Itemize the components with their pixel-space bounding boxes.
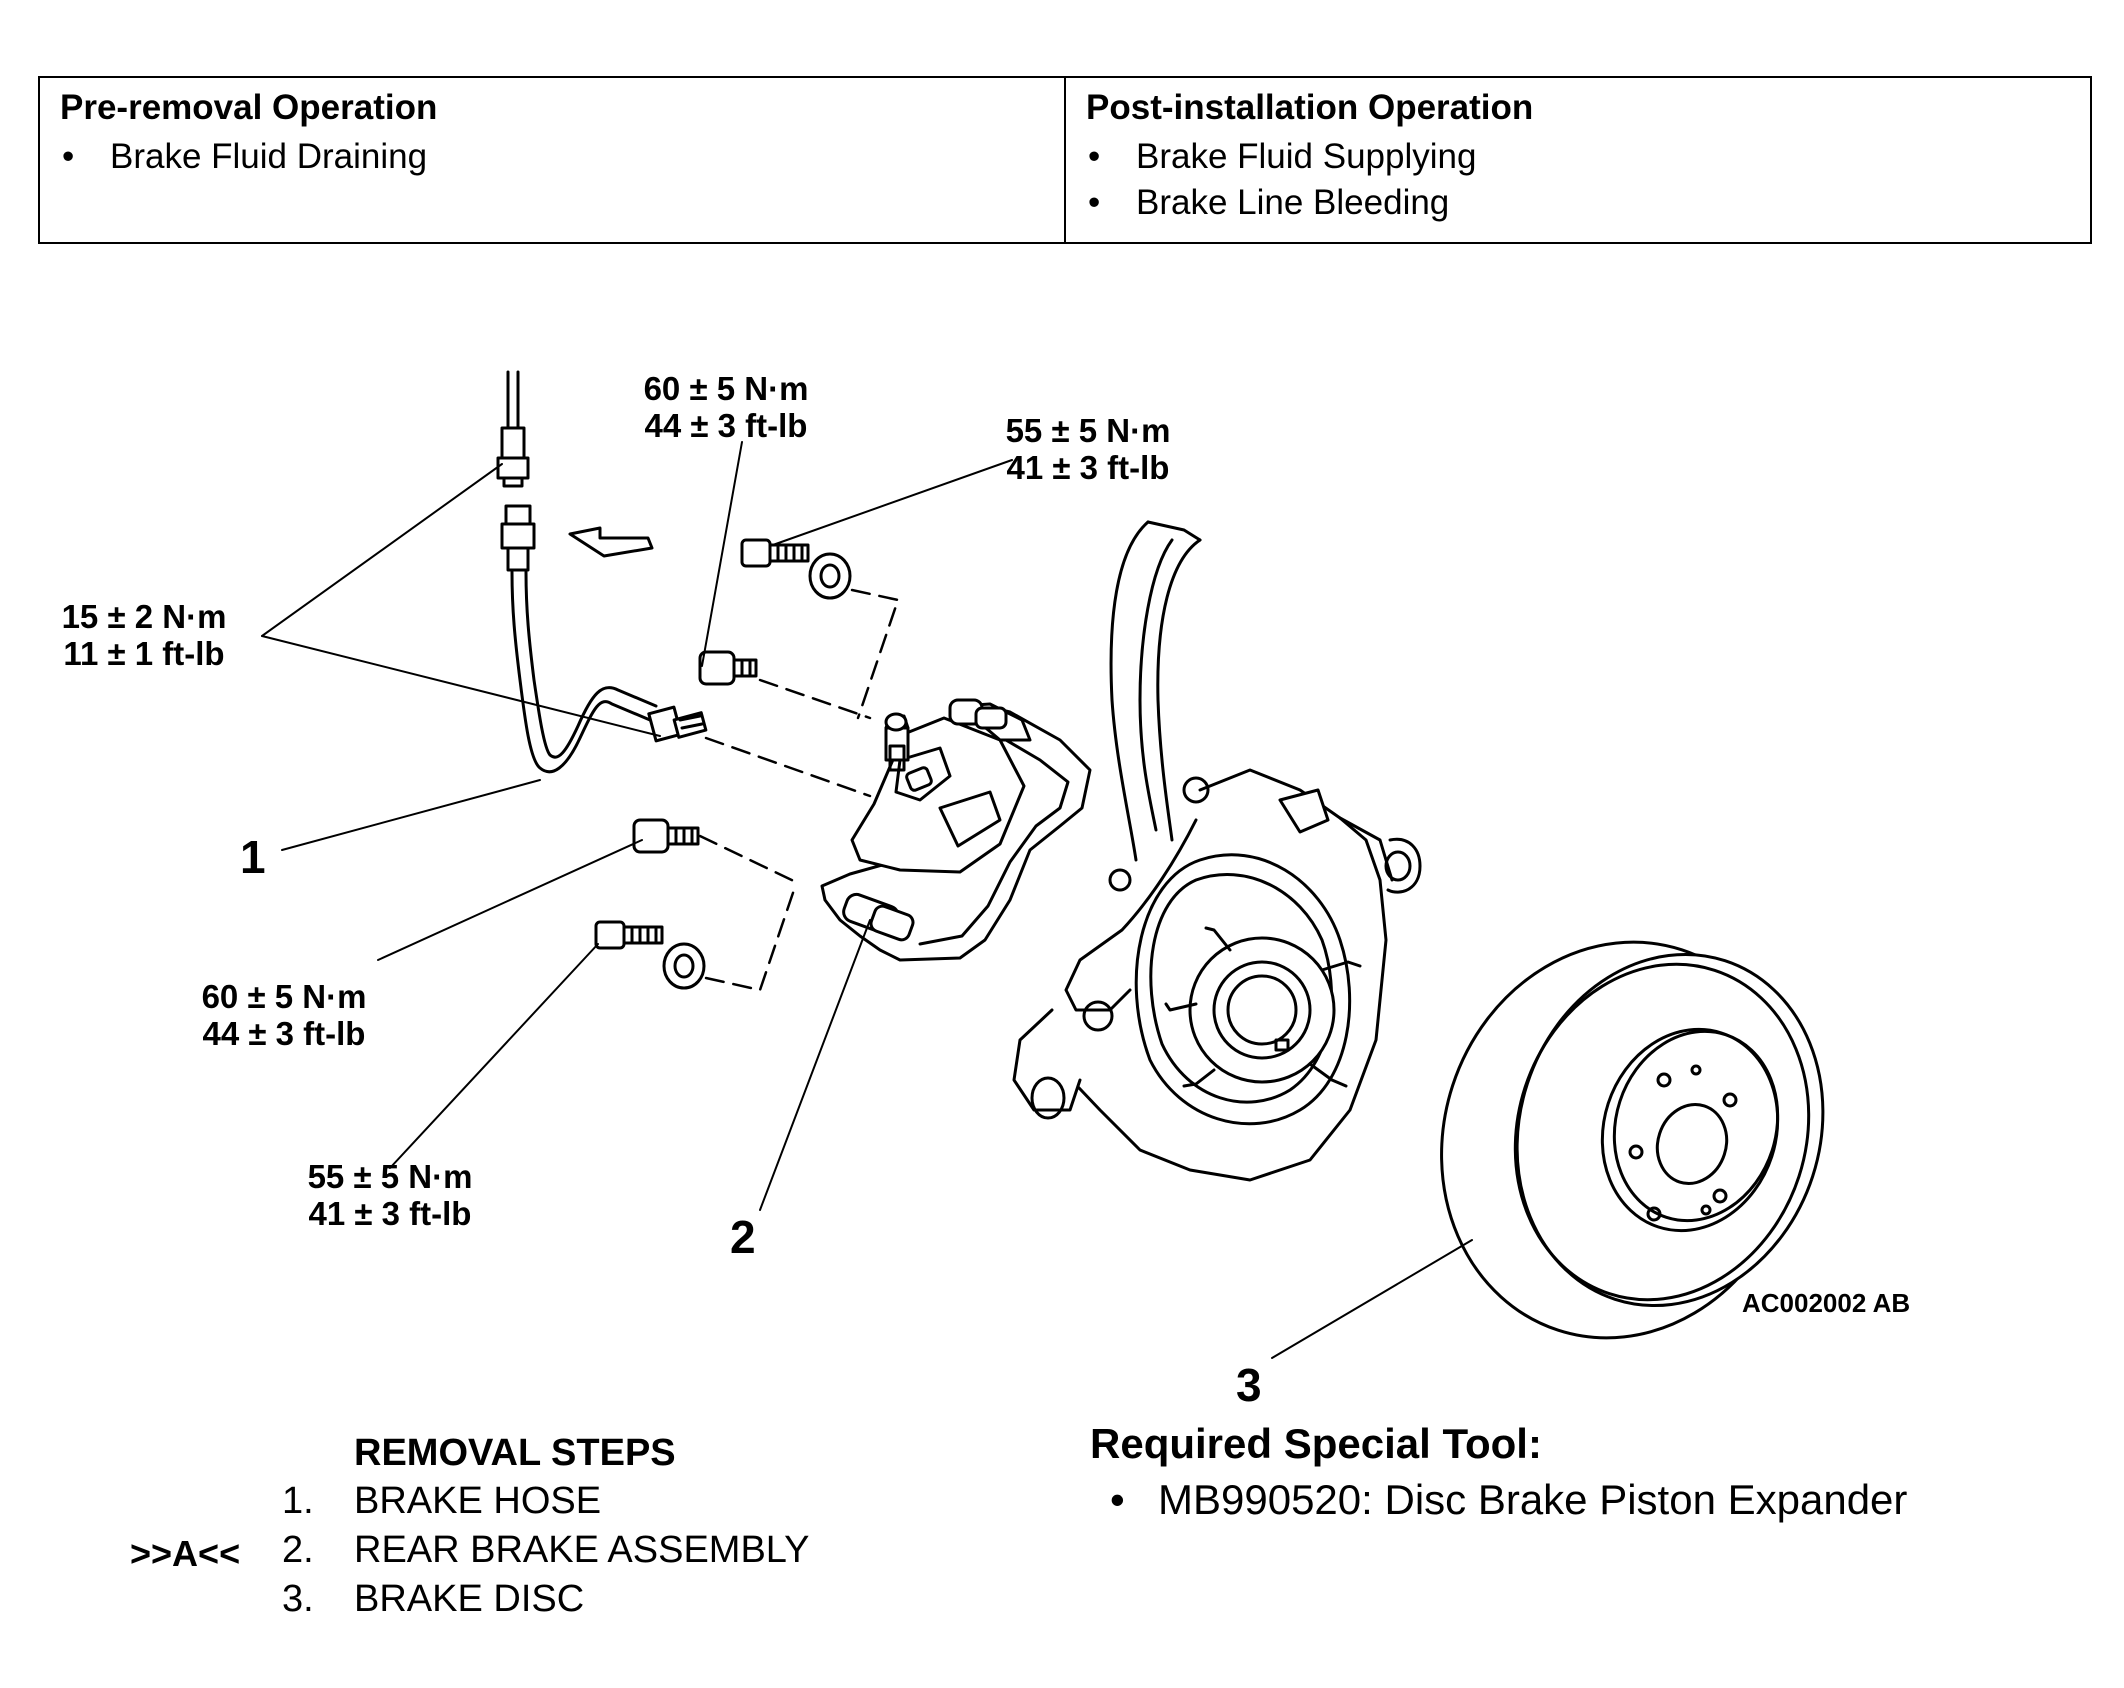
torque-ftlb: 44 ± 3 ft-lb — [644, 407, 808, 444]
torque-label-caliper-lower: 60 ± 5 N·m 44 ± 3 ft-lb — [184, 978, 384, 1052]
bolt-upper-caliper — [698, 650, 758, 686]
post-installation-item: Brake Fluid Supplying — [1086, 134, 2070, 180]
torque-ftlb: 11 ± 1 ft-lb — [63, 635, 225, 672]
step-number: 3. — [282, 1578, 314, 1620]
callout-3: 3 — [1236, 1359, 1262, 1411]
callout-1: 1 — [240, 831, 266, 883]
torque-nm: 55 ± 5 N·m — [1005, 412, 1171, 449]
torque-label-bracket-lower: 55 ± 5 N·m 41 ± 3 ft-lb — [290, 1158, 490, 1232]
brake-hose-part — [496, 370, 708, 774]
removal-steps-title: REMOVAL STEPS — [354, 1432, 676, 1474]
step-number: 2. — [282, 1529, 314, 1571]
step-number: 1. — [282, 1480, 314, 1522]
step-label: BRAKE HOSE — [354, 1480, 602, 1522]
torque-nm: 60 ± 5 N·m — [643, 370, 809, 407]
torque-nm: 55 ± 5 N·m — [307, 1158, 473, 1195]
knuckle-hub-assembly — [1012, 520, 1422, 1182]
bolt-lower-caliper — [632, 818, 700, 854]
pre-removal-list: Brake Fluid Draining — [60, 134, 1044, 180]
torque-ftlb: 41 ± 3 ft-lb — [308, 1195, 472, 1232]
step-label: BRAKE DISC — [354, 1578, 585, 1620]
special-tool-title: Required Special Tool: — [1090, 1420, 1542, 1467]
bolt-lower-washer — [594, 920, 706, 990]
pre-removal-column: Pre-removal Operation Brake Fluid Draini… — [40, 78, 1064, 242]
post-installation-list: Brake Fluid Supplying Brake Line Bleedin… — [1086, 134, 2070, 226]
torque-label-bracket-upper: 55 ± 5 N·m 41 ± 3 ft-lb — [988, 412, 1188, 486]
operations-table: Pre-removal Operation Brake Fluid Draini… — [38, 76, 2092, 244]
figure-id: AC002002 AB — [1742, 1288, 1911, 1318]
step-label: REAR BRAKE ASSEMBLY — [354, 1529, 810, 1571]
step-marker: >>A<< — [130, 1533, 241, 1574]
bolt-upper-washer — [740, 538, 852, 600]
torque-nm: 15 ± 2 N·m — [61, 598, 227, 635]
torque-ftlb: 44 ± 3 ft-lb — [202, 1015, 366, 1052]
torque-ftlb: 41 ± 3 ft-lb — [1006, 449, 1170, 486]
post-installation-heading: Post-installation Operation — [1086, 88, 1534, 127]
post-installation-column: Post-installation Operation Brake Fluid … — [1064, 78, 2090, 242]
pre-removal-item: Brake Fluid Draining — [60, 134, 1044, 180]
brake-disc-part — [1440, 940, 1825, 1340]
post-installation-item: Brake Line Bleeding — [1086, 180, 2070, 226]
torque-label-hose-fittings: 15 ± 2 N·m 11 ± 1 ft-lb — [44, 598, 244, 672]
torque-label-caliper-upper: 60 ± 5 N·m 44 ± 3 ft-lb — [626, 370, 826, 444]
alignment-lines — [698, 588, 900, 992]
leader-lines — [261, 441, 1473, 1359]
callout-2: 2 — [730, 1211, 756, 1263]
special-tool-item: MB990520: Disc Brake Piston Expander — [1110, 1476, 1907, 1524]
torque-nm: 60 ± 5 N·m — [201, 978, 367, 1015]
pre-removal-heading: Pre-removal Operation — [60, 88, 438, 127]
brake-caliper-part — [820, 698, 1092, 962]
hose-clip-part — [568, 526, 654, 558]
